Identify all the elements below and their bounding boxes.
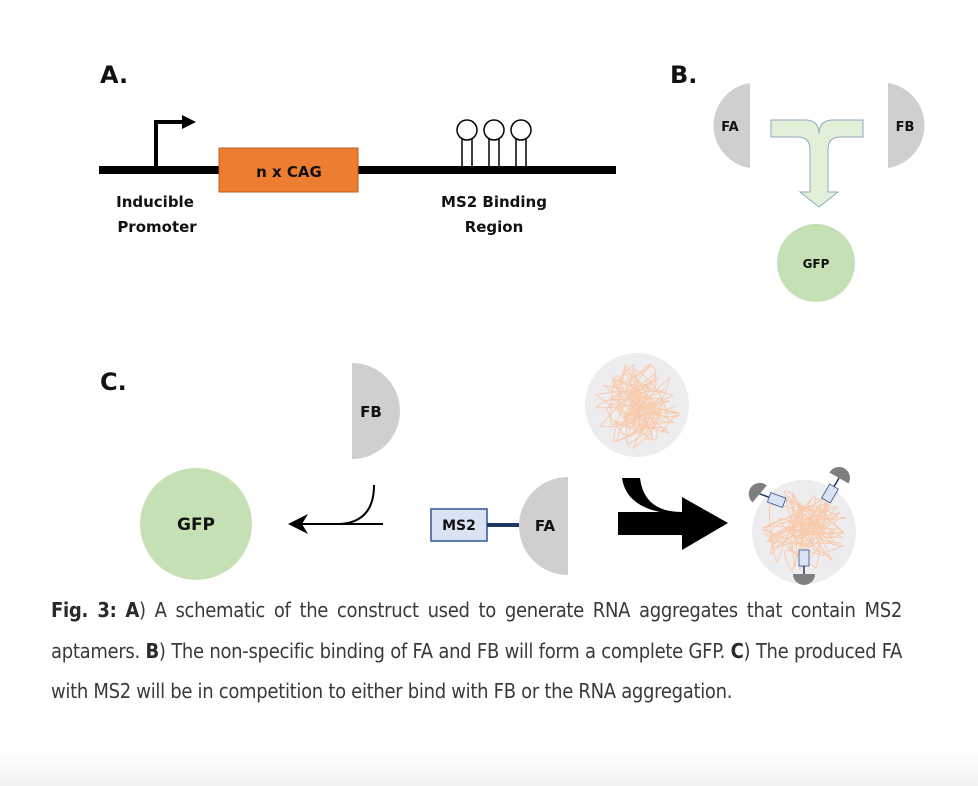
caption-fig-label: Fig. 3: (51, 598, 117, 622)
cag-repeat-box (218, 147, 359, 193)
caption-a-marker: A (125, 598, 139, 622)
merge-arrow-icon (770, 119, 864, 208)
panel-c-label: C. (100, 368, 127, 396)
panel-a-label: A. (100, 61, 128, 89)
bound-fa-ms2-3 (793, 549, 815, 585)
rna-strand (594, 362, 681, 450)
gfp-label-c: GFP (177, 515, 215, 535)
aggregation-arrow-icon (618, 478, 728, 550)
fragment-fb-label-c: FB (360, 403, 382, 421)
ms2-tag-label: MS2 (442, 518, 476, 534)
hairpin-icon (483, 119, 505, 167)
page-footer-shade (0, 750, 978, 786)
binding-arrow-icon (288, 484, 383, 534)
fragment-fa-shape (713, 83, 750, 168)
gfp-complete-circle (777, 224, 855, 302)
fragment-fb-shape (888, 83, 925, 168)
caption-b-marker: B (145, 638, 160, 663)
ms2-linker (487, 523, 519, 527)
fragment-fb-shape-c (352, 363, 400, 459)
gfp-complete-label: GFP (803, 257, 830, 271)
gfp-circle-c (140, 468, 252, 580)
ms2-hairpins (456, 119, 532, 167)
caption-a-text: ) A schematic of the construct used to g… (51, 598, 902, 663)
cag-repeat-label: n x CAG (256, 163, 322, 181)
bound-fa-ms2-2 (821, 466, 850, 504)
bound-fa-ms2-1 (748, 482, 787, 508)
fragment-fa-label-c: FA (535, 517, 556, 535)
caption-c-text: ) The produced FA with MS2 will be in co… (51, 638, 902, 704)
figure-diagram: A. n x CAG Inducible Promoter MS2 Bindin… (99, 61, 925, 585)
ms2-region-label-line2: Region (465, 218, 524, 236)
caption-c-marker: C (730, 638, 744, 663)
ms2-tag-box (430, 508, 488, 542)
hairpin-icon (456, 119, 478, 167)
ms2-region-label-line1: MS2 Binding (441, 193, 547, 211)
hairpin-icon (510, 119, 532, 167)
caption-b-text: ) The non-specific binding of FA and FB … (158, 638, 731, 663)
rna-aggregate-tangle (594, 362, 681, 450)
promoter-label-line2: Promoter (117, 218, 197, 236)
fragment-fb-label: FB (896, 120, 915, 135)
panel-b-label: B. (670, 61, 697, 89)
promoter-arrow-icon (154, 115, 196, 170)
figure-caption: Fig. 3: A) A schematic of the construct … (51, 590, 902, 712)
promoter-label-line1: Inducible (116, 193, 194, 211)
fragment-fa-shape-c (519, 477, 568, 575)
fragment-fa-label: FA (721, 120, 738, 135)
